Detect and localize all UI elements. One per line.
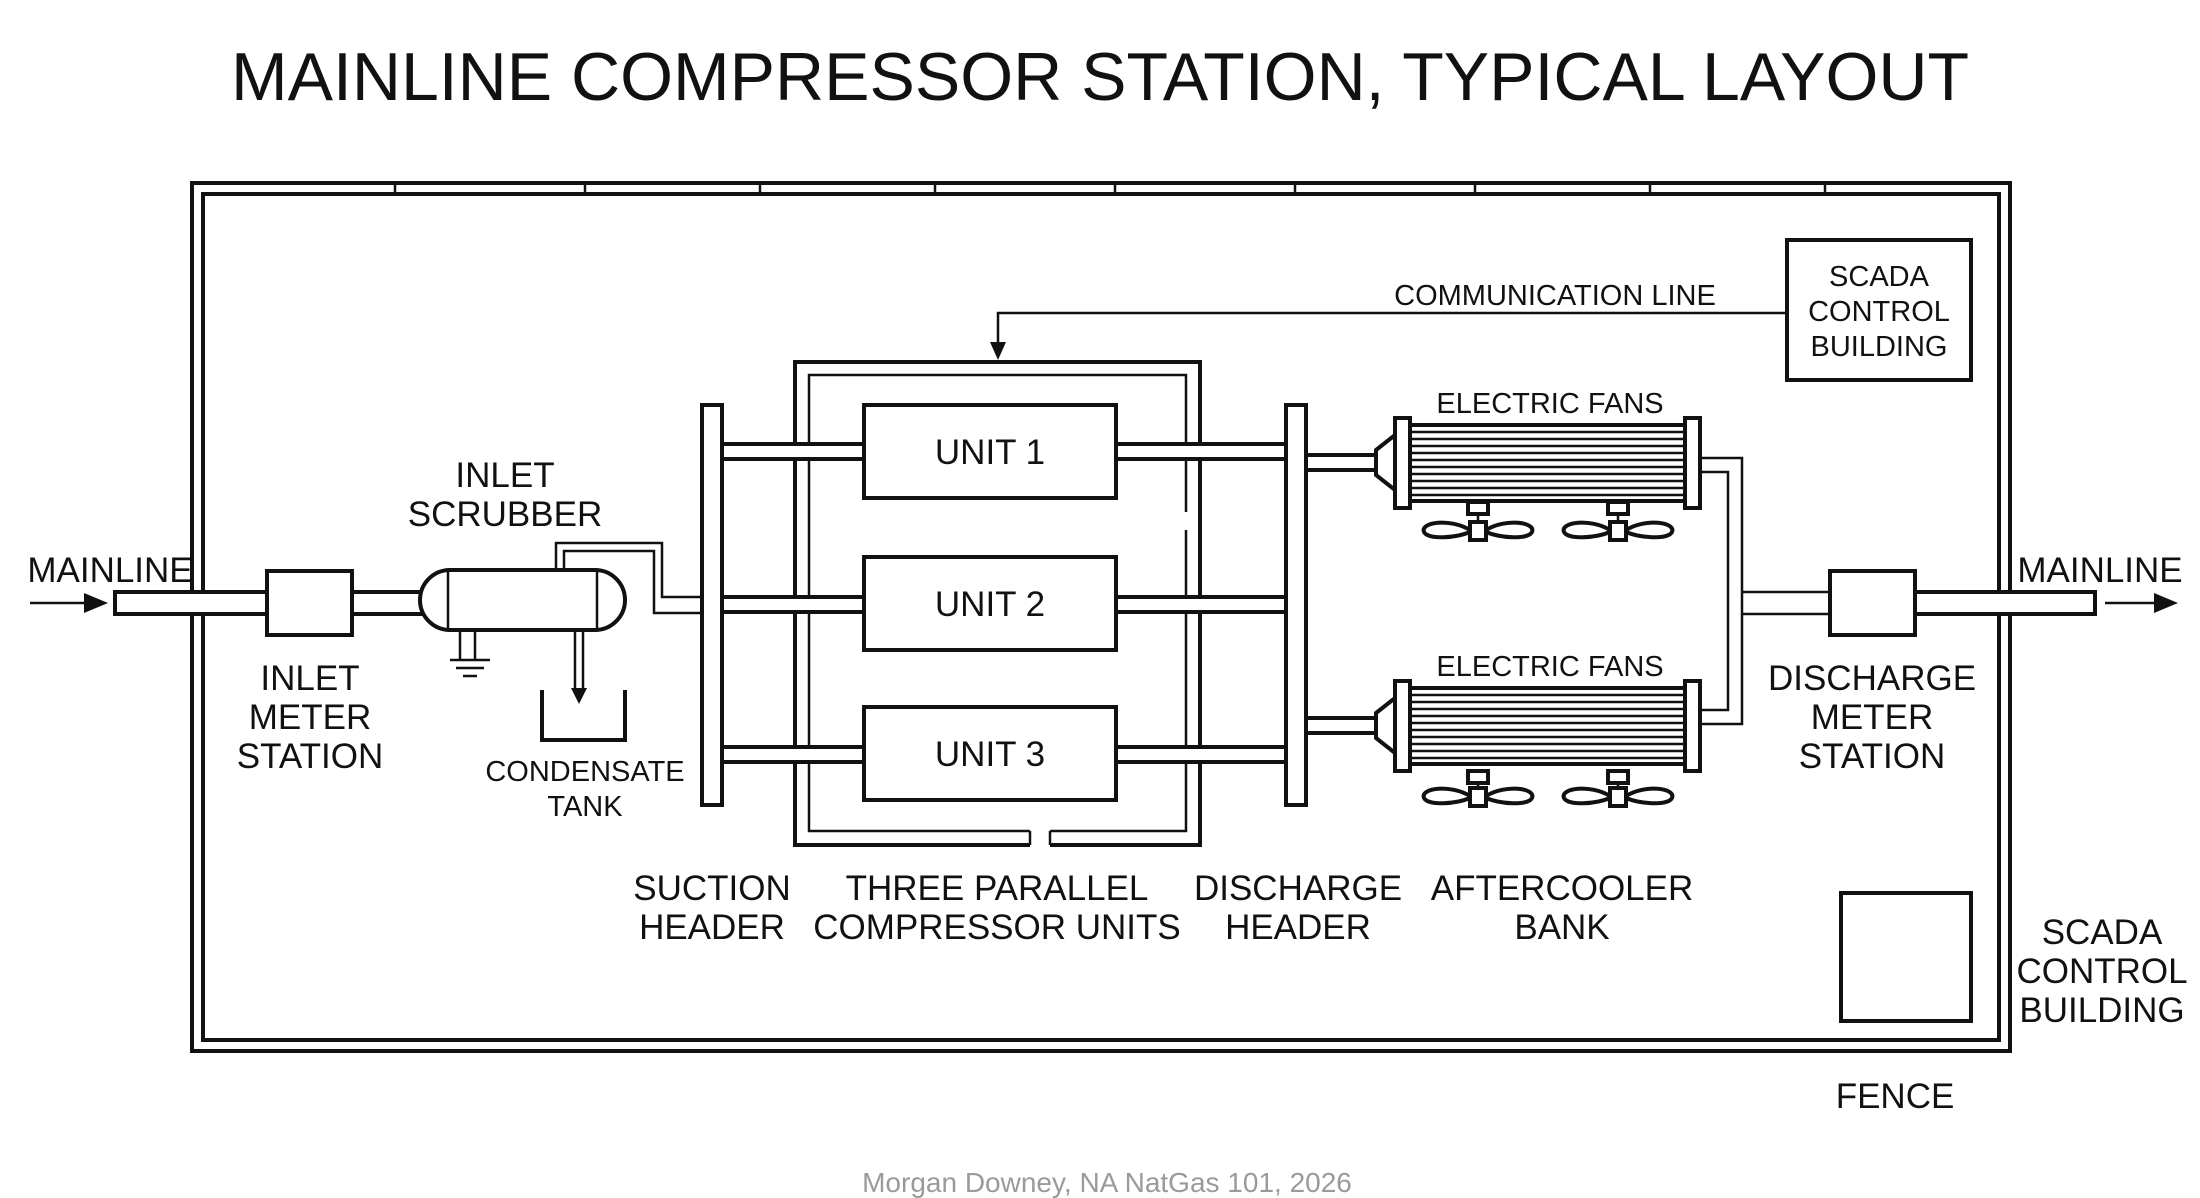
svg-text:SCADA: SCADA	[1829, 261, 1930, 293]
fan-icon	[1561, 769, 1675, 808]
mainline-inlet-label: MAINLINE	[27, 551, 192, 590]
compressor-units-label: THREE PARALLEL COMPRESSOR UNITS	[813, 869, 1181, 947]
inlet-meter-station	[265, 569, 354, 637]
discharge-header-label: DISCHARGE HEADER	[1194, 869, 1402, 947]
svg-text:SCADA: SCADA	[2042, 913, 2163, 952]
svg-text:SUCTION: SUCTION	[633, 869, 791, 908]
pipe-meter-to-scrubber	[348, 590, 424, 616]
discharge-meter-station	[1828, 569, 1917, 637]
discharge-header	[1284, 403, 1308, 807]
svg-text:COMPRESSOR UNITS: COMPRESSOR UNITS	[813, 908, 1181, 947]
mainline-outlet-label: MAINLINE	[2017, 551, 2182, 590]
condensate-tank	[540, 690, 627, 742]
svg-text:CONDENSATE: CONDENSATE	[485, 756, 684, 788]
aftercooler-bottom	[1374, 679, 1702, 773]
compressor-unit-3	[862, 705, 1118, 802]
compressor-unit-2	[862, 555, 1118, 652]
inlet-meter-label: INLET METER STATION	[237, 659, 383, 776]
inlet-scrubber	[418, 568, 627, 704]
suction-to-unit-pipes	[720, 442, 866, 764]
svg-text:HEADER: HEADER	[1225, 908, 1371, 947]
credit-text: Morgan Downey, NA NatGas 101, 2026	[862, 1167, 1352, 1198]
fence-label: FENCE	[1836, 1077, 1955, 1116]
svg-text:METER: METER	[249, 698, 372, 737]
aftercooler-bank-label: AFTERCOOLER BANK	[1431, 869, 1694, 947]
unit-3-label: UNIT 3	[935, 735, 1045, 774]
svg-text:AFTERCOOLER: AFTERCOOLER	[1431, 869, 1694, 908]
svg-text:HEADER: HEADER	[639, 908, 785, 947]
scada-building-top-label: SCADA CONTROL BUILDING	[1808, 261, 1950, 363]
svg-text:INLET: INLET	[260, 659, 359, 698]
communication-line-label: COMMUNICATION LINE	[1394, 280, 1716, 312]
svg-text:DISCHARGE: DISCHARGE	[1194, 869, 1402, 908]
condensate-tank-label: CONDENSATE TANK	[485, 756, 684, 823]
scada-control-building-bottom	[1839, 891, 1973, 1023]
suction-header	[700, 403, 724, 807]
svg-text:SCRUBBER: SCRUBBER	[408, 495, 602, 534]
electric-fans-bottom-label: ELECTRIC FANS	[1436, 651, 1663, 683]
svg-text:CONTROL: CONTROL	[2016, 952, 2187, 991]
discharge-to-cooler-pipes	[1304, 453, 1378, 735]
svg-text:DISCHARGE: DISCHARGE	[1768, 659, 1976, 698]
scada-control-building-top	[1785, 238, 1973, 382]
svg-text:INLET: INLET	[455, 456, 554, 495]
svg-text:TANK: TANK	[547, 791, 623, 823]
aftercooler-top	[1374, 416, 1702, 510]
compressor-unit-1	[862, 403, 1118, 500]
svg-text:CONTROL: CONTROL	[1808, 296, 1950, 328]
compressor-enclosure	[793, 360, 1202, 847]
pipe-scrubber-to-suction	[554, 541, 702, 615]
fan-icon	[1421, 769, 1535, 808]
unit-1-label: UNIT 1	[935, 433, 1045, 472]
mainline-outlet	[1913, 590, 2178, 616]
svg-text:BUILDING: BUILDING	[2019, 991, 2184, 1030]
discharge-meter-label: DISCHARGE METER STATION	[1768, 659, 1976, 776]
svg-text:STATION: STATION	[237, 737, 383, 776]
svg-text:BANK: BANK	[1514, 908, 1609, 947]
fan-icon	[1561, 500, 1675, 542]
svg-text:THREE PARALLEL: THREE PARALLEL	[846, 869, 1149, 908]
unit-2-label: UNIT 2	[935, 585, 1045, 624]
svg-text:METER: METER	[1811, 698, 1934, 737]
svg-text:STATION: STATION	[1799, 737, 1945, 776]
diagram-title: MAINLINE COMPRESSOR STATION, TYPICAL LAY…	[231, 39, 1969, 115]
inlet-scrubber-label: INLET SCRUBBER	[408, 456, 602, 534]
electric-fans-top-label: ELECTRIC FANS	[1436, 388, 1663, 420]
communication-line	[990, 311, 1787, 360]
suction-header-label: SUCTION HEADER	[633, 869, 791, 947]
svg-text:BUILDING: BUILDING	[1811, 331, 1948, 363]
scada-building-bottom-label: SCADA CONTROL BUILDING	[2016, 913, 2187, 1030]
mainline-inlet	[30, 590, 269, 616]
fan-icon	[1421, 500, 1535, 542]
cooler-to-meter-pipes	[1700, 456, 1830, 726]
fence-boundary	[190, 181, 2012, 1053]
